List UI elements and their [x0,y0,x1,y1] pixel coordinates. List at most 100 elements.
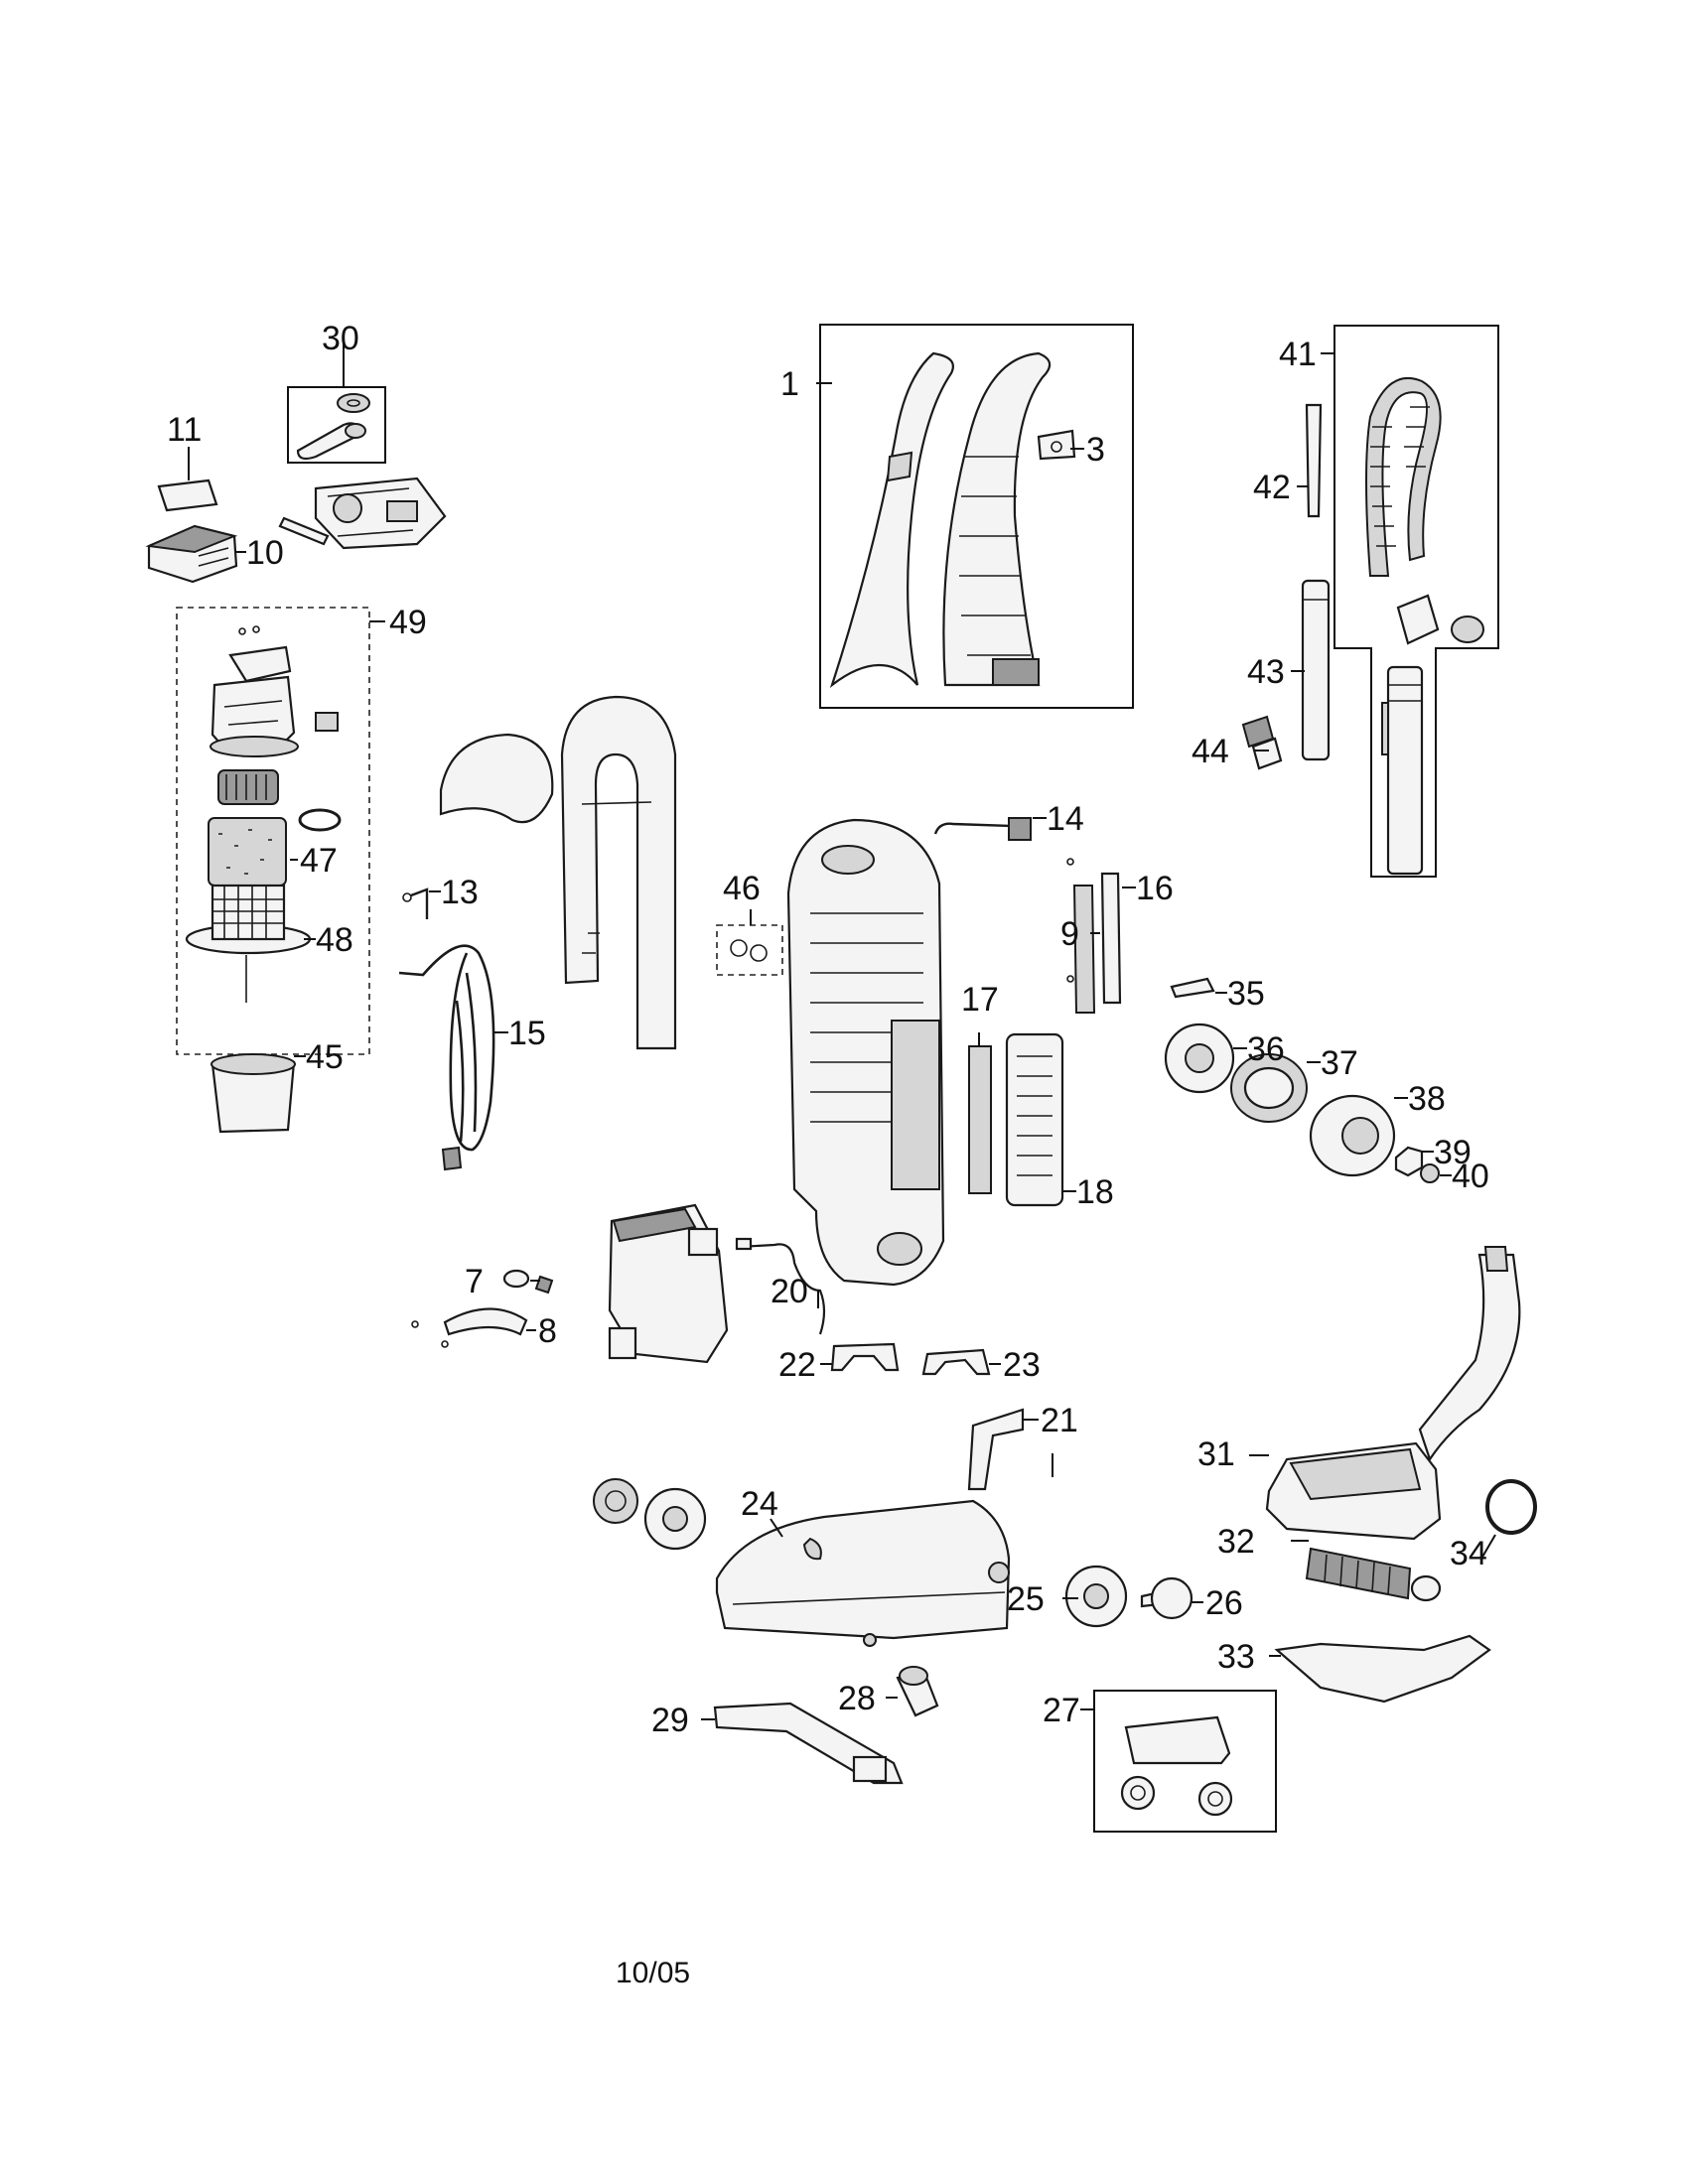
callout-27: 27 [1043,1692,1080,1729]
callout-45: 45 [306,1038,344,1076]
group-frame-46 [716,924,783,976]
part-42-crevice-tool [1305,403,1323,518]
callout-9: 9 [1060,915,1079,953]
callout-28: 28 [838,1680,876,1717]
callout-25: 25 [1007,1580,1045,1618]
callout-18: 18 [1076,1173,1114,1211]
part-37-ring [1230,1053,1308,1123]
part-48-filter-screen [185,884,312,1003]
callout-33: 33 [1217,1638,1255,1676]
part-38-motor [1309,1094,1396,1177]
part-30-drawing [296,393,370,461]
group-frame-41 [1333,325,1499,878]
group-frame-30 [287,386,386,464]
callout-16: 16 [1136,870,1174,907]
callout-40: 40 [1452,1158,1489,1195]
callout-22: 22 [778,1346,816,1384]
group-frame-1 [819,324,1134,709]
part-1-handle-rear [942,351,1052,687]
callout-11: 11 [167,411,202,449]
part-23-bracket [921,1348,991,1376]
callout-35: 35 [1227,975,1265,1013]
callout-14: 14 [1047,800,1084,838]
part-11-drawing [157,478,218,512]
part-22-bracket [830,1342,900,1372]
part-24-base-cover [715,1499,1011,1647]
callout-41: 41 [1279,336,1317,373]
callout-21: 21 [1041,1402,1078,1439]
group-frame-49 [176,607,370,1055]
part-35-gasket [1170,977,1215,999]
part-36-motor-mount [1164,1023,1235,1094]
part-29-bumper [713,1702,904,1785]
callout-46: 46 [723,870,761,907]
part-motor-housing-drawing [314,477,447,550]
footer-date-code: 10/05 [616,1957,690,1989]
callout-48: 48 [316,921,353,959]
part-31-power-brush [1265,1246,1521,1541]
part-26-axle-cap [1140,1576,1193,1620]
part-43-extension-wand [1301,579,1331,761]
callout-24: 24 [741,1485,778,1523]
callout-39: 39 [1434,1134,1472,1171]
part-27-group-drawing [1120,1715,1233,1817]
callout-32: 32 [1217,1523,1255,1561]
part-44-brush-tool [1241,715,1283,770]
part-39-nut [1394,1146,1424,1177]
part-49-filter-cartridge [217,769,279,805]
part-18-grille [1005,1032,1064,1207]
callout-15: 15 [508,1015,546,1052]
part-1-handle-front [829,351,954,689]
part-rear-wheel-right [643,1487,707,1551]
callout-34: 34 [1450,1535,1487,1572]
part-40-cap [1420,1163,1440,1183]
callout-labels: 1 3 41 42 43 44 30 11 10 49 47 48 45 13 … [167,320,1489,1739]
callout-36: 36 [1247,1030,1285,1068]
part-15-power-cord [398,944,495,1171]
part-32-brush-roll [1305,1547,1442,1602]
leader-lines [188,340,1496,1720]
callout-29: 29 [651,1702,689,1739]
callout-10: 10 [246,534,284,572]
callout-20: 20 [771,1273,808,1310]
part-handle-body [560,695,677,1050]
callout-31: 31 [1197,1435,1235,1473]
part-main-body [786,818,945,1287]
callout-30: 30 [322,320,359,357]
part-28-caster [896,1666,939,1717]
part-25-wheel [1064,1565,1128,1628]
part-17-filter [968,1045,992,1194]
callout-8: 8 [538,1312,557,1350]
part-7-bulb [502,1269,554,1295]
part-9-16-handle-latch [1066,858,1122,1014]
part-20-wire [735,1237,826,1335]
part-cover-dome [439,733,554,824]
callout-3: 3 [1086,431,1105,469]
part-13-screw [402,887,429,919]
callout-13: 13 [441,874,479,911]
callout-38: 38 [1408,1080,1446,1118]
part-8-lens [411,1307,528,1348]
part-14-switch [933,817,1032,841]
callout-47: 47 [300,842,338,880]
part-gasket-strip [278,516,330,546]
part-3-clip [1037,429,1076,461]
callout-26: 26 [1205,1584,1243,1622]
part-10-drawing [145,524,238,584]
part-45-dirt-cup [210,1053,296,1134]
part-41-wand [1381,665,1424,876]
part-49-gasket-ring [298,808,342,832]
callout-7: 7 [465,1263,484,1300]
part-33-soleplate [1274,1634,1491,1704]
part-21-pedal [967,1408,1025,1491]
part-rear-wheel-left [593,1478,638,1524]
callout-49: 49 [389,604,427,641]
group-frame-27 [1093,1690,1277,1833]
part-46-label [730,939,768,962]
part-47-foam-filter [208,817,287,887]
callout-17: 17 [961,981,999,1019]
callout-42: 42 [1253,469,1291,506]
part-brush-housing [608,1203,729,1364]
part-34-belt-ring [1485,1479,1537,1535]
